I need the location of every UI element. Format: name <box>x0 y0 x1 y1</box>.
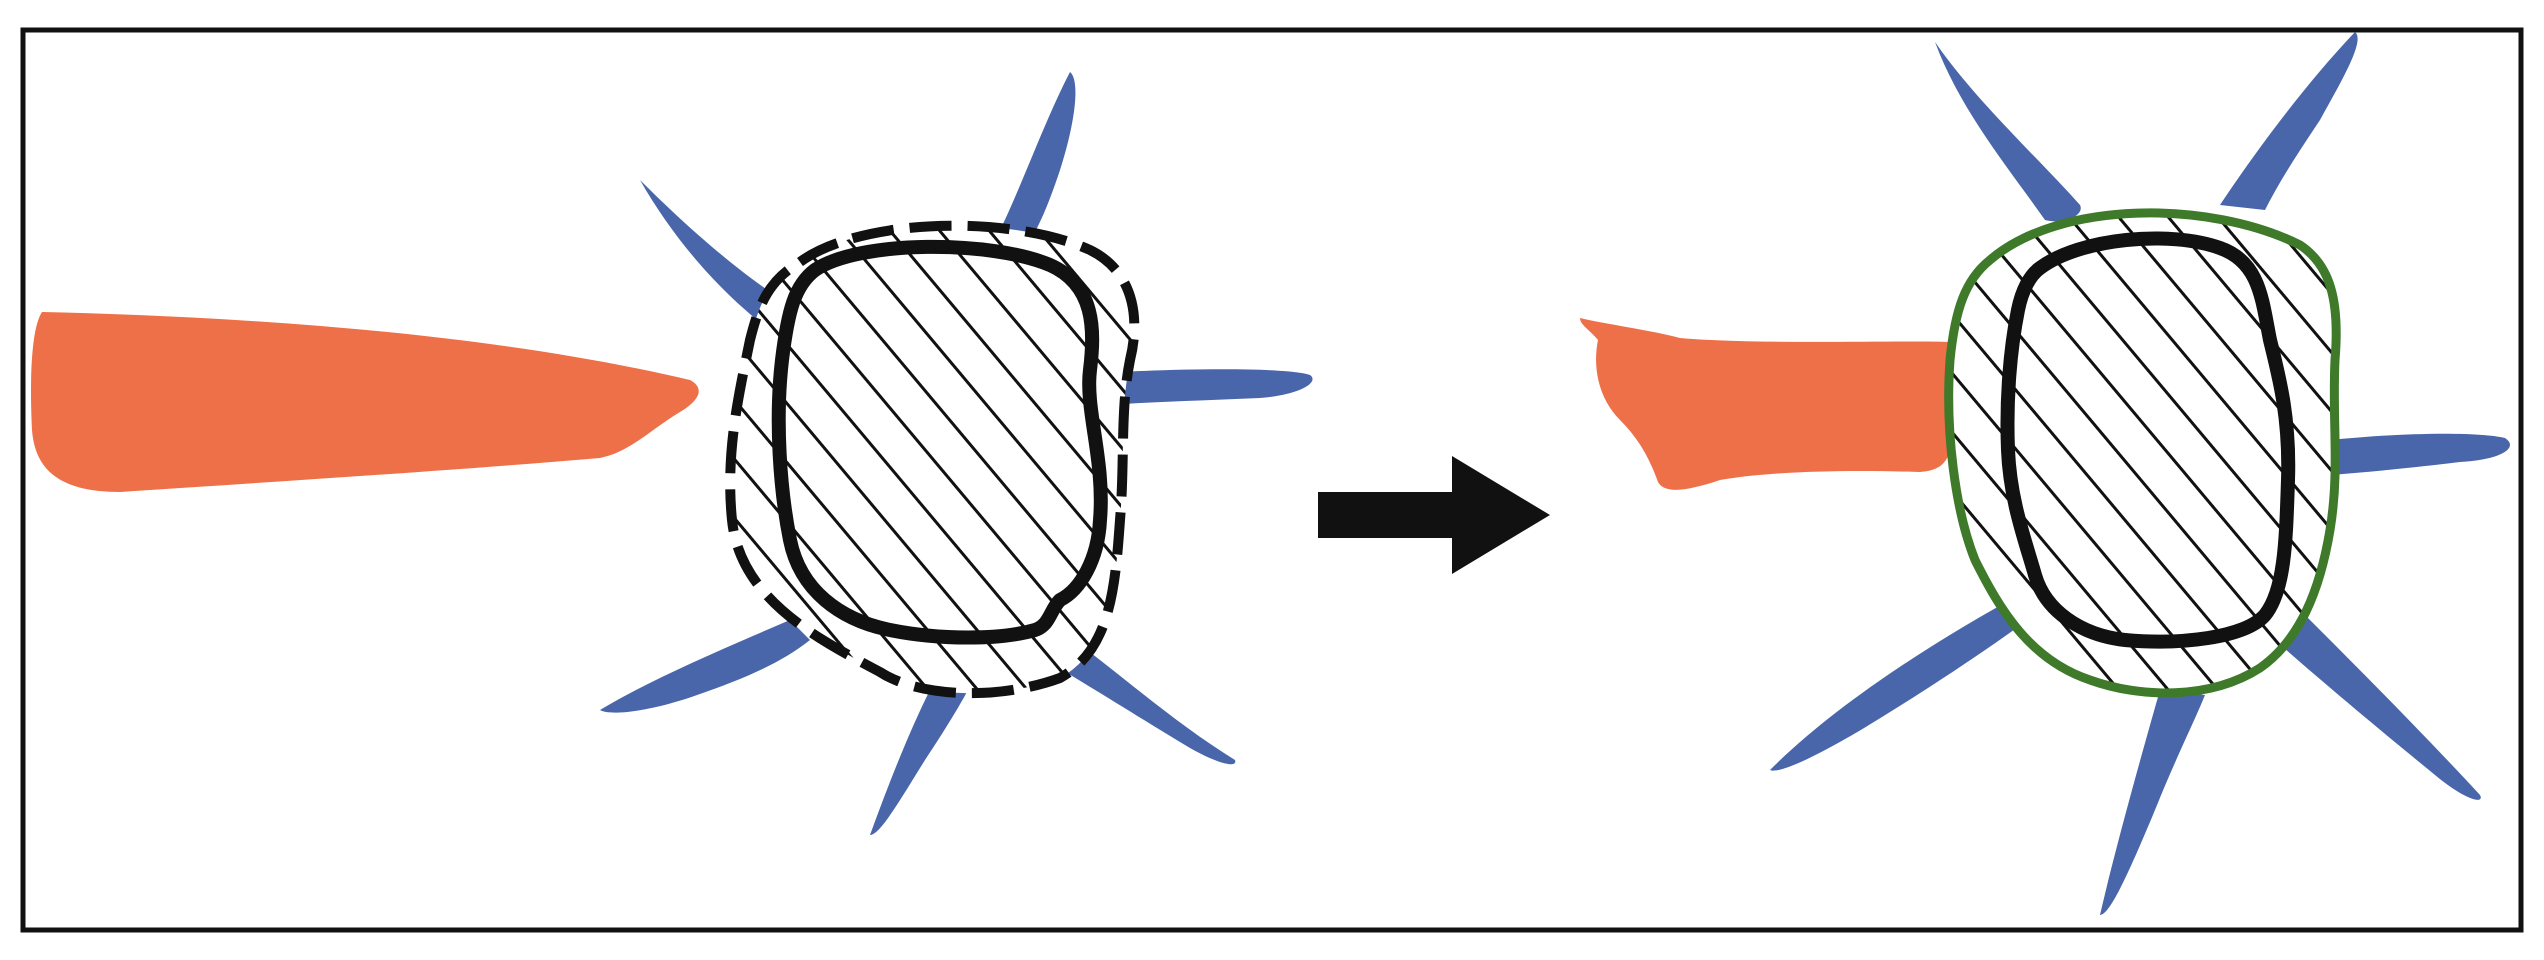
right-spike-right <box>2330 433 2510 475</box>
right-orange-arm <box>1580 318 1959 490</box>
right-panel <box>1580 32 2510 915</box>
right-spike-lower-left <box>1770 600 2035 771</box>
right-spike-bottom <box>2100 690 2205 915</box>
right-spike-lower-right <box>2275 610 2481 800</box>
left-hatched-core <box>730 225 1135 694</box>
left-inner-outline <box>771 239 1108 645</box>
right-hatched-core <box>1948 212 2337 693</box>
left-spike-lower-left <box>600 620 810 713</box>
left-spike-top <box>1000 72 1076 240</box>
left-spike-right <box>1120 369 1313 404</box>
right-green-boundary <box>1944 208 2341 698</box>
right-spike-upper-left <box>1935 42 2081 222</box>
left-dashed-boundary <box>725 220 1140 699</box>
left-spike-upper-left <box>640 180 790 330</box>
left-orange-arm <box>31 312 699 492</box>
arrow-shape <box>1318 456 1550 574</box>
right-spike-top <box>2220 32 2358 210</box>
right-arrow-icon <box>1318 456 1550 574</box>
left-panel <box>31 72 1313 835</box>
right-inner-outline <box>2000 231 2296 649</box>
left-spike-bottom <box>870 690 968 835</box>
left-spike-lower-right <box>1045 630 1236 765</box>
